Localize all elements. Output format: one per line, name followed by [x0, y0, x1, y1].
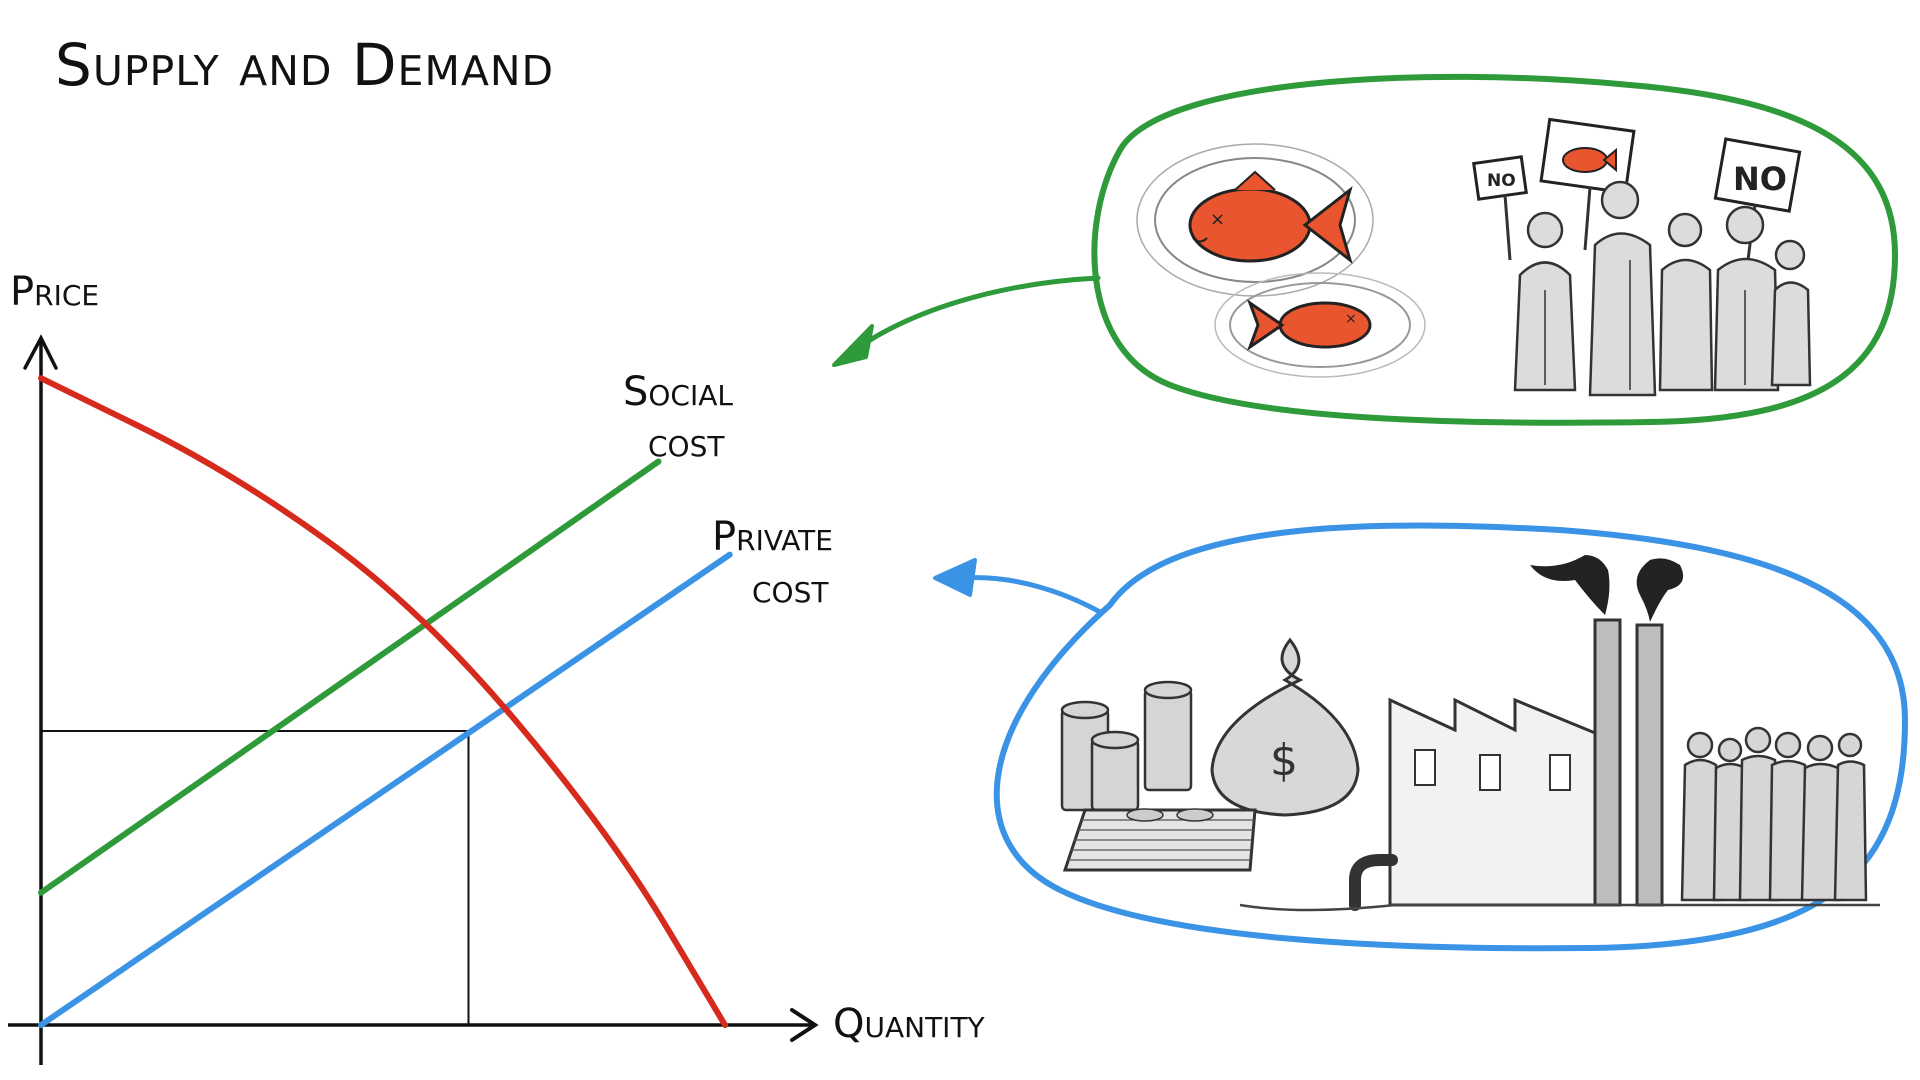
demand-curve: [38, 375, 728, 1028]
protest-sign-left: [1472, 155, 1528, 201]
factory-icon: [1239, 555, 1880, 912]
chart-marks: [38, 375, 733, 1028]
dead-fish-icon: ×: [1214, 272, 1426, 378]
chart-axes: Price Quantity: [8, 269, 986, 1065]
social-arrowhead: [832, 324, 874, 367]
coin-stacks-icon: [1060, 680, 1193, 812]
social-arrow-line: [849, 275, 1101, 355]
private-cost-line: [38, 551, 733, 1028]
private-cost-label-line2: cost: [752, 566, 829, 612]
protesters-icon: NO NO: [1472, 117, 1812, 397]
private-cost-label: Private cost: [712, 514, 833, 612]
protest-sign-right: [1713, 137, 1802, 213]
protest-sign-left-text: NO: [1487, 171, 1516, 191]
money-bag-dollar: $: [1270, 735, 1298, 786]
svg-text:×: ×: [1210, 209, 1225, 230]
social-cost-line: [38, 458, 662, 896]
svg-text:×: ×: [1345, 311, 1357, 327]
y-axis-label: Price: [10, 269, 99, 315]
money-bag-icon: $: [1210, 637, 1360, 817]
dead-fish-icon: ×: [1136, 143, 1374, 297]
cash-stack-icon: [1062, 808, 1257, 872]
social-cost-label-line2: cost: [648, 420, 725, 466]
social-cost-bubble: × × NO NO: [832, 73, 1899, 426]
page-title: Supply and Demand: [55, 31, 554, 99]
workers-icon: [1680, 726, 1868, 902]
social-bubble-outline: [1091, 73, 1899, 426]
y-axis-arrowhead: [23, 334, 58, 370]
social-cost-label: Social cost: [623, 369, 733, 466]
private-cost-label-line1: Private: [712, 514, 833, 560]
x-axis-arrowhead: [790, 1008, 819, 1042]
private-arrow-line: [962, 575, 1103, 615]
social-cost-label-line1: Social: [623, 369, 733, 415]
protest-sign-right-text: NO: [1733, 160, 1787, 198]
private-cost-bubble: $: [933, 522, 1909, 952]
x-axis-label: Quantity: [833, 1001, 986, 1047]
private-arrowhead: [933, 558, 977, 597]
